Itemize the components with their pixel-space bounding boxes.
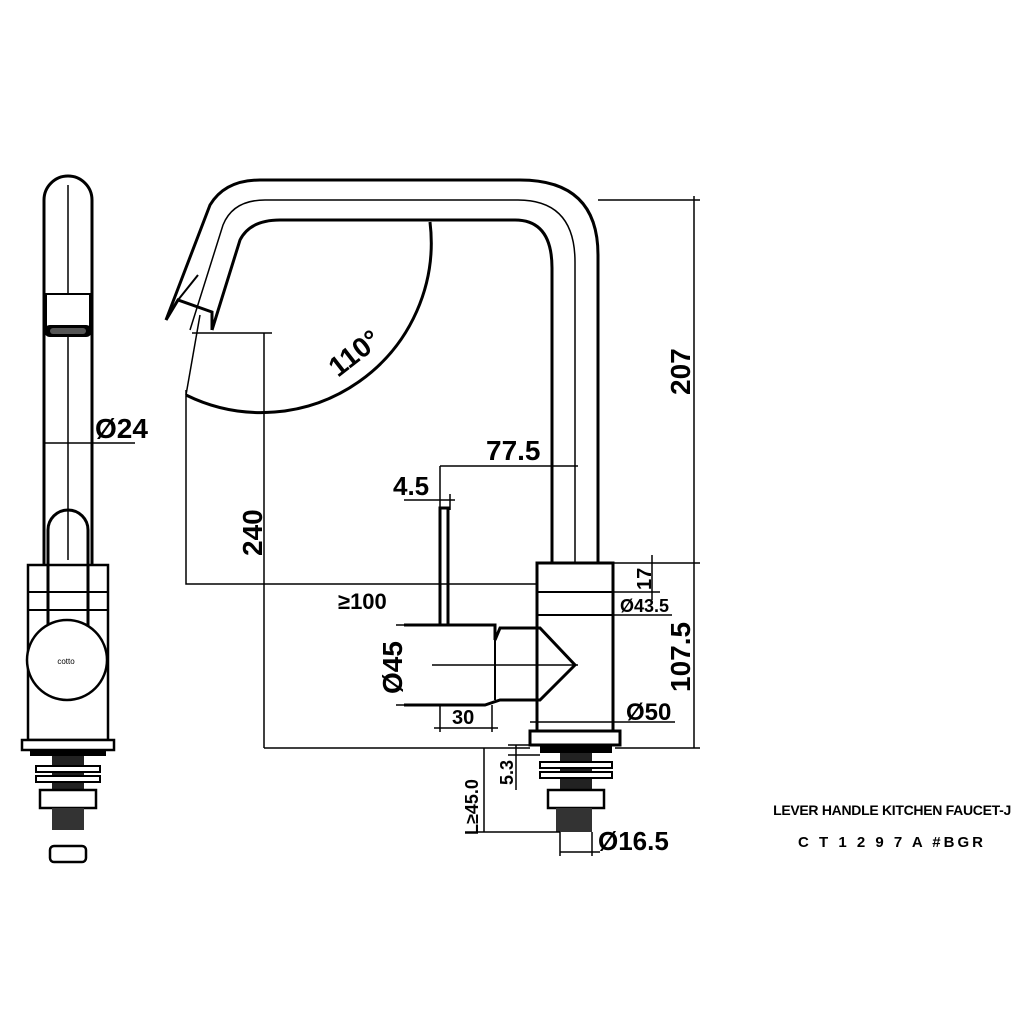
side-aerator-mesh-inner [50, 328, 86, 334]
side-handle-circle [25, 618, 109, 702]
dim-spout-diameter: Ø24 [95, 413, 148, 444]
dim-outlet-height: 240 [237, 509, 268, 556]
swivel-arc [185, 221, 433, 415]
spout-tip-line [177, 274, 199, 301]
side-lever [46, 508, 90, 632]
shank-length-dim-line [478, 748, 560, 833]
base-gasket [540, 745, 612, 753]
dim-lever-offset: 4.5 [393, 471, 429, 501]
spout-inner [210, 218, 554, 563]
product-name: LEVER HANDLE KITCHEN FAUCET-J [773, 802, 1011, 818]
dim-shank-length: L≥45.0 [462, 779, 482, 835]
side-base-plate [20, 738, 116, 752]
dim-total-height: 207 [665, 348, 696, 395]
side-loose-nut [48, 844, 88, 864]
dim-swivel-angle: 110° [323, 324, 387, 383]
lever-stem [438, 506, 450, 627]
front-view [164, 178, 700, 856]
spout-tip [164, 298, 214, 330]
base-plate [528, 729, 622, 747]
side-logo: cotto [57, 657, 75, 666]
valve-body [535, 561, 615, 733]
side-gasket [30, 750, 106, 756]
shank-assembly [261, 753, 613, 832]
dim-body-height: 107.5 [665, 622, 696, 692]
dim-handle-diameter: Ø45 [377, 641, 408, 694]
shank-diameter-dim [559, 832, 600, 856]
dim-shank-diameter: Ø16.5 [598, 826, 669, 856]
side-shank-thread [35, 756, 101, 830]
dim-base-diameter: Ø50 [626, 699, 671, 726]
spout-outer [164, 178, 600, 563]
swivel-leader-1 [185, 314, 201, 396]
dim-spout-reach: 77.5 [486, 435, 541, 466]
dim-handle-length: 30 [452, 707, 474, 729]
side-spout-tube [42, 174, 94, 565]
model-code: C T 1 2 9 7 A #BGR [798, 834, 986, 851]
spout-centerline [189, 199, 576, 760]
clearance-dim-line [185, 390, 585, 585]
dim-clearance: ≥100 [338, 589, 387, 614]
handle-length-dim [434, 705, 498, 732]
dim-collar-height: 17 [634, 568, 656, 590]
washer-dim-line [508, 744, 540, 790]
dim-collar-diameter: Ø43.5 [620, 596, 669, 616]
side-view: cotto [20, 174, 135, 864]
dim-washer-thickness: 5.3 [497, 760, 517, 785]
